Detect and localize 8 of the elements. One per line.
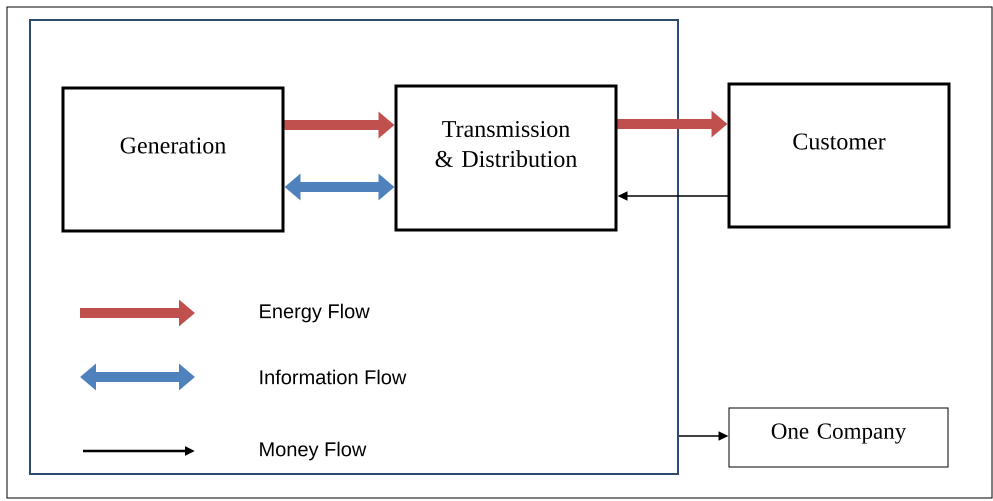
process-box: One Company [728, 408, 948, 468]
legend-text: Money Flow [260, 442, 366, 460]
legend-text: Information Flow [260, 370, 406, 384]
group-frame [29, 19, 679, 475]
legend-text: Energy Flow [260, 304, 370, 322]
process-box: Generation [62, 86, 284, 232]
process-box: Transmission & Distribution [394, 84, 618, 232]
process-box: Customer [728, 82, 950, 228]
